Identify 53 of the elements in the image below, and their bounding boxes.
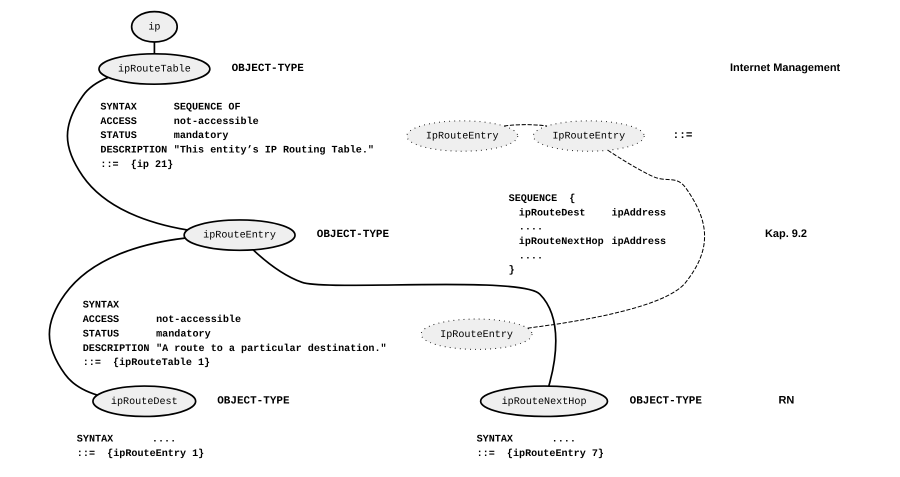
- label: ACCESS: [100, 116, 137, 128]
- label: "A route to a particular destination.": [156, 344, 387, 355]
- label: STATUS: [82, 329, 120, 340]
- node-label: OBJECT-TYPE: [630, 395, 702, 408]
- label: ::= {ipRouteEntry 1}: [76, 448, 204, 460]
- label: ipRouteNextHop: [518, 237, 604, 248]
- label: ::= {ipRouteEntry 7}: [476, 448, 604, 460]
- label: ACCESS: [82, 315, 120, 326]
- label: Internet Management: [730, 62, 840, 74]
- label: Kap. 9.2: [765, 228, 808, 240]
- label: ::= {ip 21}: [100, 160, 174, 171]
- label: not-accessible: [156, 315, 242, 326]
- label: SEQUENCE {: [508, 194, 576, 206]
- connector: [66, 76, 188, 231]
- node-ellipse: IpRouteEntry: [532, 120, 645, 152]
- label: not-accessible: [174, 116, 259, 128]
- connector: [528, 150, 706, 329]
- label: "This entity’s IP Routing Table.": [174, 146, 374, 157]
- label: ipRouteDest: [518, 208, 586, 220]
- label: SYNTAX: [82, 300, 120, 312]
- node-ellipse: ipRouteDest: [92, 385, 196, 418]
- node-label: OBJECT-TYPE: [316, 229, 390, 242]
- node-ellipse: IpRouteEntry: [420, 318, 533, 350]
- node-label: OBJECT-TYPE: [232, 63, 304, 76]
- connector: [154, 42, 156, 54]
- node-ellipse: IpRouteEntry: [406, 120, 518, 152]
- node-ellipse: ip: [130, 10, 178, 43]
- label: ....: [518, 222, 544, 234]
- label: ....: [518, 251, 544, 262]
- label: DESCRIPTION: [100, 146, 168, 157]
- connector: [48, 237, 185, 396]
- label: mandatory: [174, 131, 228, 142]
- node-ellipse: ipRouteTable: [98, 52, 211, 85]
- label: ....: [152, 434, 176, 446]
- node-ellipse: ipRouteEntry: [183, 219, 296, 252]
- node-ellipse: ipRouteNextHop: [480, 385, 608, 418]
- connector: [504, 124, 548, 126]
- label: DESCRIPTION: [82, 344, 150, 355]
- label: SEQUENCE OF: [174, 102, 241, 114]
- label: RN: [778, 394, 794, 406]
- connector: [252, 249, 557, 386]
- label: STATUS: [100, 131, 137, 142]
- label: ::= {ipRouteTable 1}: [82, 358, 210, 370]
- label: }: [508, 266, 515, 277]
- label: SYNTAX: [476, 434, 513, 446]
- label: ipAddress: [612, 237, 666, 248]
- node-label: OBJECT-TYPE: [217, 395, 290, 408]
- label: SYNTAX: [100, 102, 137, 114]
- label: ....: [552, 434, 576, 446]
- label: mandatory: [156, 329, 211, 340]
- label: ipAddress: [612, 208, 666, 220]
- node-label: ::=: [672, 130, 692, 142]
- label: SYNTAX: [76, 434, 114, 446]
